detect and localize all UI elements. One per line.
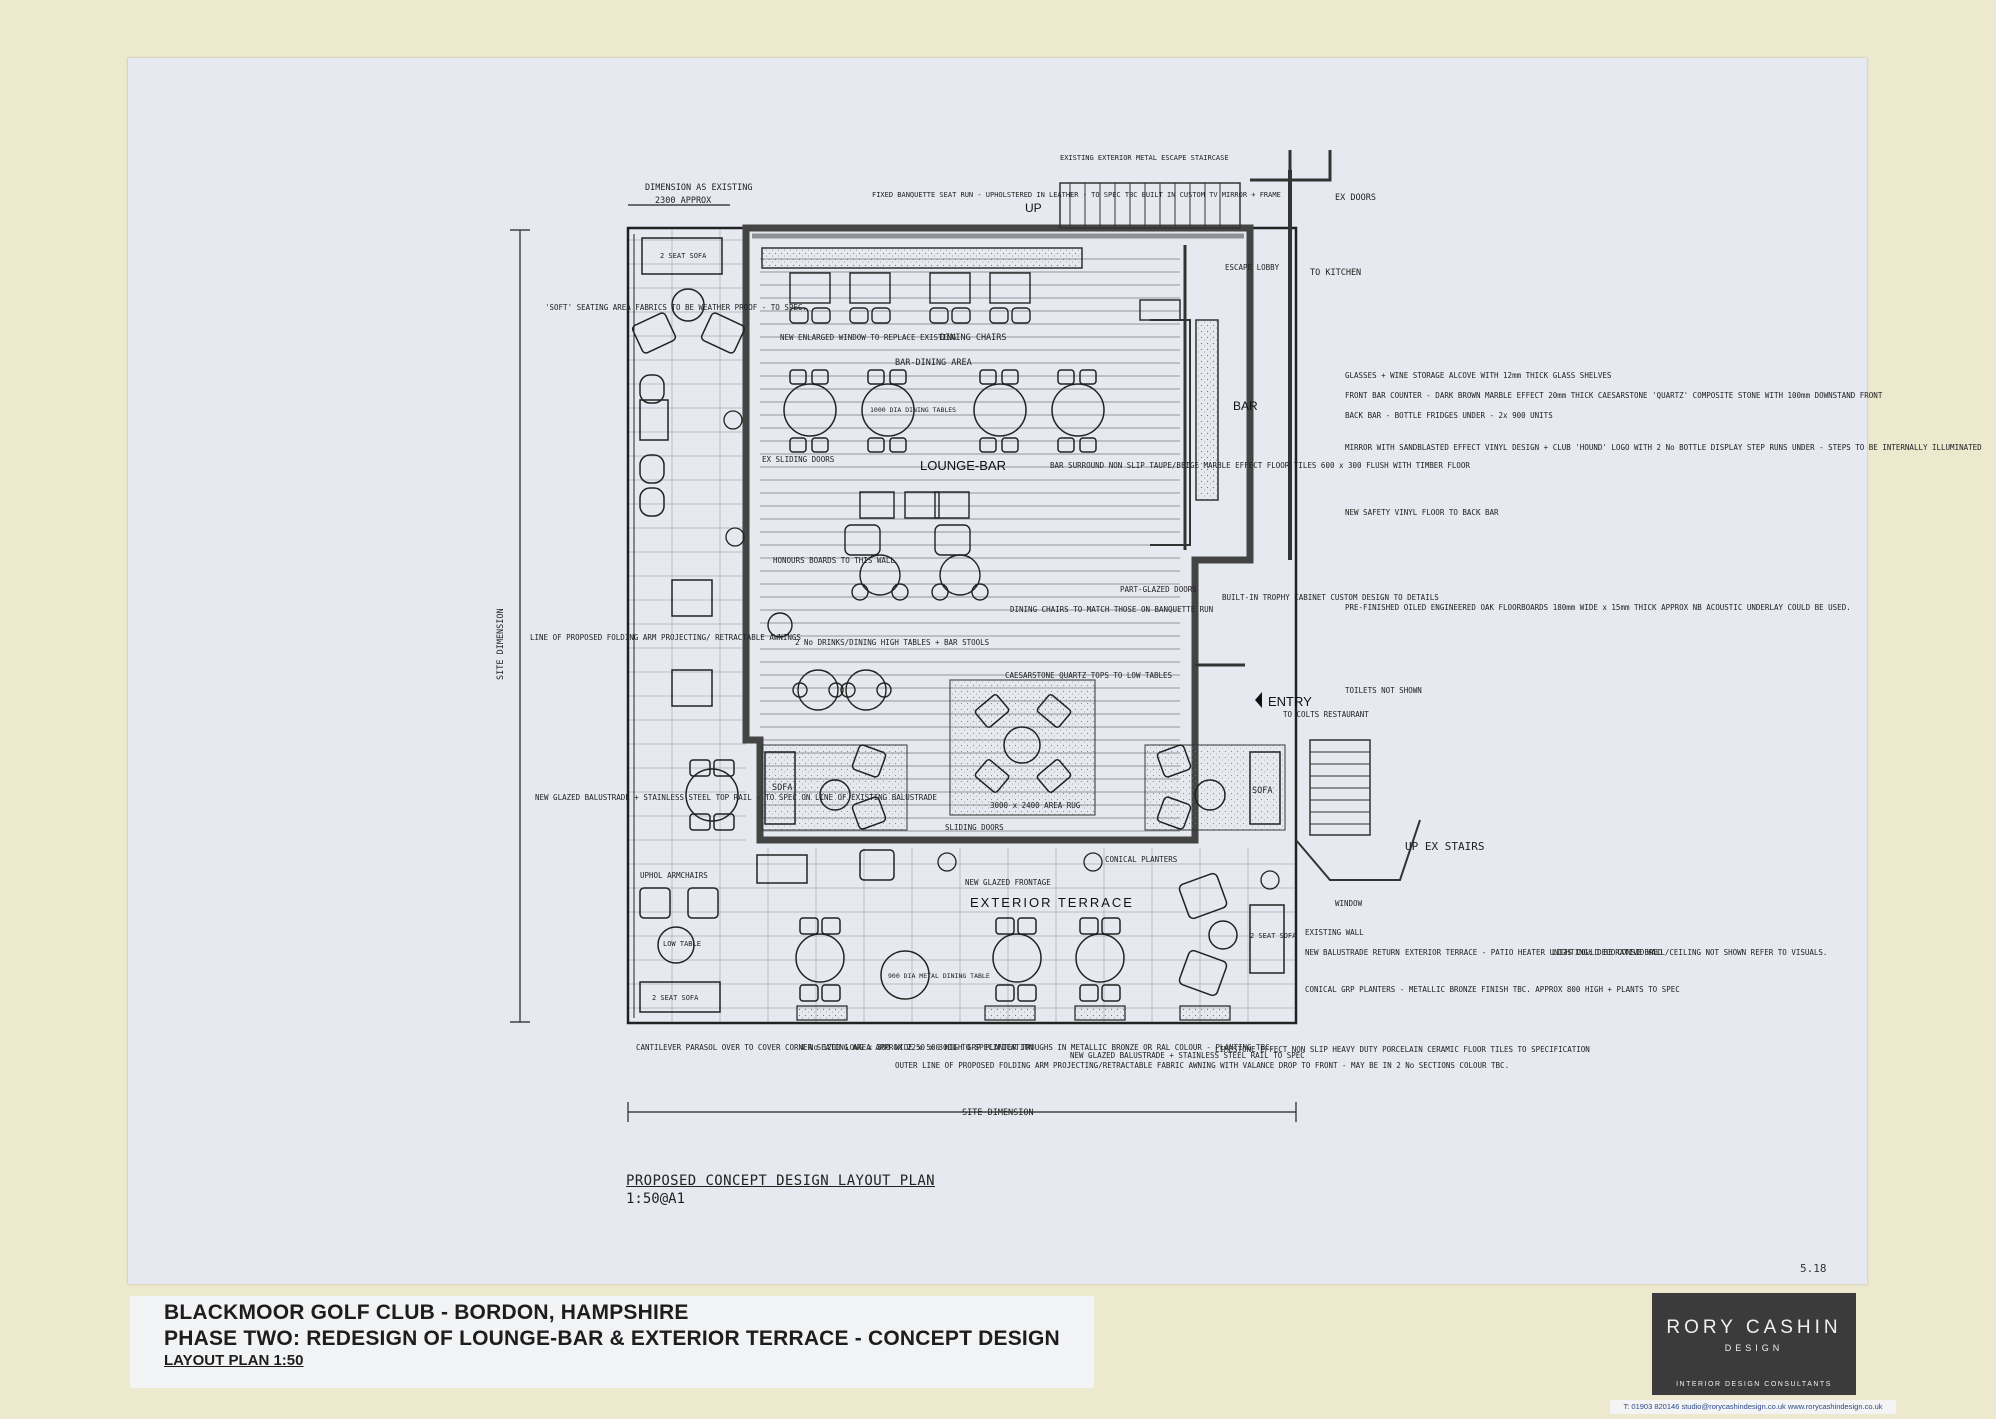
date-mark: 5.18: [1800, 1262, 1827, 1275]
note-2300: 2300 APPROX: [655, 196, 712, 206]
note-troughs: 4 No 1200 LONG x 300 WIDE x 500 HIGH GRP…: [800, 1043, 1274, 1052]
note-escape-stair: EXISTING EXTERIOR METAL ESCAPE STAIRCASE: [1060, 154, 1229, 162]
note-outer-line: OUTER LINE OF PROPOSED FOLDING ARM PROJE…: [895, 1061, 1509, 1070]
terrace-tiles-bottom: [628, 848, 1296, 1023]
planter-troughs: [796, 1005, 1231, 1021]
note-dining-900: 900 DIA METAL DINING TABLE: [888, 972, 990, 980]
lounge-left-rug: [761, 744, 908, 831]
note-toilets: TOILETS NOT SHOWN: [1345, 686, 1422, 695]
label-up: UP: [1025, 201, 1042, 215]
note-part-glazed: PART-GLAZED DOORS: [1120, 585, 1197, 594]
note-sofa-right: SOFA: [1252, 786, 1272, 796]
note-to-colts: TO COLTS RESTAURANT: [1283, 710, 1369, 719]
title-line-2: PHASE TWO: REDESIGN OF LOUNGE-BAR & EXTE…: [164, 1327, 1060, 1350]
note-2seat-right: 2 SEAT SOFA: [1250, 932, 1297, 940]
note-existing-wall: EXISTING WALL: [1305, 928, 1364, 937]
entry-arrow: [1255, 692, 1262, 708]
lounge-center-group: [844, 491, 989, 601]
label-entry: ENTRY: [1268, 694, 1312, 709]
note-dining-1000: 1000 DIA DINING TABLES: [870, 406, 956, 414]
note-2seat-top: 2 SEAT SOFA: [660, 252, 707, 260]
note-new-glazed-bal: NEW GLAZED BALUSTRADE + STAINLESS STEEL …: [1070, 1051, 1305, 1060]
logo-tagline: INTERIOR DESIGN CONSULTANTS: [1676, 1381, 1832, 1388]
company-logo: RORY CASHIN DESIGN INTERIOR DESIGN CONSU…: [1652, 1293, 1856, 1395]
note-escape-lobby: ESCAPE LOBBY: [1225, 263, 1280, 272]
title-line-3: LAYOUT PLAN 1:50: [164, 1352, 304, 1369]
lounge-right-rug: [1144, 744, 1286, 831]
note-conical-planters: CONICAL PLANTERS: [1105, 855, 1178, 864]
center-low-tables: [974, 694, 1072, 793]
logo-sub: DESIGN: [1724, 1343, 1784, 1353]
note-cantilever: CANTILEVER PARASOL OVER TO COVER CORNER …: [636, 1043, 1033, 1052]
lower-stairs: [1309, 739, 1371, 836]
title-line-1: BLACKMOOR GOLF CLUB - BORDON, HAMPSHIRE: [164, 1301, 689, 1324]
bar-return: [1139, 299, 1181, 321]
note-site-dim-vertical: SITE DIMENSION: [496, 608, 506, 680]
note-site-dim-horizontal: SITE DIMENSION: [962, 1108, 1034, 1118]
note-to-kitchen: TO KITCHEN: [1310, 268, 1361, 278]
note-lighting: LIGHTING: DECORATIVE WALL/CEILING NOT SH…: [1552, 948, 1827, 957]
note-back-bar: BACK BAR - BOTTLE FRIDGES UNDER - 2x 900…: [1345, 411, 1553, 420]
escape-staircase: [1059, 182, 1241, 229]
conical-planters: [723, 410, 1280, 890]
note-bar-surround: BAR SURROUND NON SLIP TAUPE/BEIGE MARBLE…: [1050, 461, 1470, 470]
note-window: WINDOW: [1335, 899, 1363, 908]
contact-strip: T: 01903 820146 studio@rorycashindesign.…: [1610, 1400, 1896, 1414]
note-fixed-banquette: FIXED BANQUETTE SEAT RUN - UPHOLSTERED I…: [872, 191, 1281, 199]
note-dining-chairs: DINING CHAIRS: [940, 333, 1007, 343]
terrace-bottom-furniture: [639, 849, 1285, 1013]
note-bar-dining: BAR-DINING AREA: [895, 358, 972, 368]
note-ex-sliding: EX SLIDING DOORS: [762, 455, 835, 464]
note-glazed-bal: NEW GLAZED BALUSTRADE + STAINLESS STEEL …: [535, 793, 937, 802]
note-new-bal-return: NEW BALUSTRADE RETURN: [1305, 948, 1400, 957]
note-new-enlarged: NEW ENLARGED WINDOW TO REPLACE EXISTING: [780, 333, 957, 342]
high-tables: [767, 612, 892, 711]
exterior-wall-right: [1295, 819, 1421, 881]
note-mirror: MIRROR WITH SANDBLASTED EFFECT VINYL DES…: [1345, 443, 1982, 452]
note-trophy: BUILT-IN TROPHY CABINET CUSTOM DESIGN TO…: [1222, 593, 1439, 602]
plan-caption-scale: 1:50@A1: [626, 1191, 686, 1207]
label-bar: BAR: [1233, 399, 1258, 413]
kitchen-corridor: [1250, 150, 1332, 230]
note-sofa-left: SOFA: [772, 783, 792, 793]
note-conical: CONICAL GRP PLANTERS - METALLIC BRONZE F…: [1305, 985, 1680, 994]
note-caesarstone-low: CAESARSTONE QUARTZ TOPS TO LOW TABLES: [1005, 671, 1173, 680]
note-limestone: LIMESTONE EFFECT NON SLIP HEAVY DUTY POR…: [1215, 1045, 1590, 1054]
note-safety-floor: NEW SAFETY VINYL FLOOR TO BACK BAR: [1345, 508, 1499, 517]
building-wall: [742, 224, 1254, 844]
lounge-sofas: [764, 744, 1281, 830]
center-rug: [949, 679, 1096, 816]
note-drinks: 2 No DRINKS/DINING HIGH TABLES + BAR STO…: [795, 638, 990, 647]
note-ex-doors: EX DOORS: [1335, 193, 1376, 203]
note-uphol-armchairs: UPHOL ARMCHAIRS: [640, 871, 708, 880]
note-low-table: LOW TABLE: [663, 940, 701, 948]
note-front-counter: FRONT BAR COUNTER - DARK BROWN MARBLE EF…: [1345, 391, 1883, 400]
plan-caption-title: PROPOSED CONCEPT DESIGN LAYOUT PLAN: [626, 1173, 936, 1189]
note-soft-seating: 'SOFT' SEATING AREA FABRICS TO BE WEATHE…: [545, 303, 807, 312]
note-dining-chairs-banquette: DINING CHAIRS TO MATCH THOSE ON BANQUETT…: [1010, 605, 1213, 614]
title-block: BLACKMOOR GOLF CLUB - BORDON, HAMPSHIRE …: [130, 1296, 1094, 1388]
note-area-rug: 3000 x 2400 AREA RUG: [990, 801, 1081, 810]
note-new-glazed-frontage: NEW GLAZED FRONTAGE: [965, 878, 1051, 887]
note-ext-terrace: EXTERIOR TERRACE - PATIO HEATER UNITS CO…: [1405, 948, 1663, 957]
note-honours: HONOURS BOARDS TO THIS WALL: [773, 556, 895, 565]
plan-caption: PROPOSED CONCEPT DESIGN LAYOUT PLAN 1:50…: [626, 1173, 935, 1207]
note-dimension-existing: DIMENSION AS EXISTING: [645, 183, 752, 193]
banquette: [761, 247, 1083, 269]
label-lounge-bar: LOUNGE-BAR: [920, 458, 1006, 473]
back-bar: [1195, 319, 1219, 501]
terrace-left-furniture: [631, 237, 746, 831]
round-dining-tables: [783, 369, 1105, 453]
note-glasses: GLASSES + WINE STORAGE ALCOVE WITH 12mm …: [1345, 371, 1612, 380]
note-oak-floor: PRE-FINISHED OILED ENGINEERED OAK FLOORB…: [1345, 603, 1851, 612]
note-sliding-doors: SLIDING DOORS: [945, 823, 1004, 832]
dining-tables-banquette: [789, 272, 1031, 324]
note-2seat-bottom: 2 SEAT SOFA: [652, 994, 699, 1002]
label-up-stairs: UP EX STAIRS: [1405, 840, 1484, 853]
note-folding-arm: LINE OF PROPOSED FOLDING ARM PROJECTING/…: [530, 633, 801, 642]
site-dimension-lines: [510, 204, 1297, 1122]
logo-name: RORY CASHIN: [1666, 1317, 1842, 1338]
label-exterior-terrace: EXTERIOR TERRACE: [970, 895, 1134, 910]
